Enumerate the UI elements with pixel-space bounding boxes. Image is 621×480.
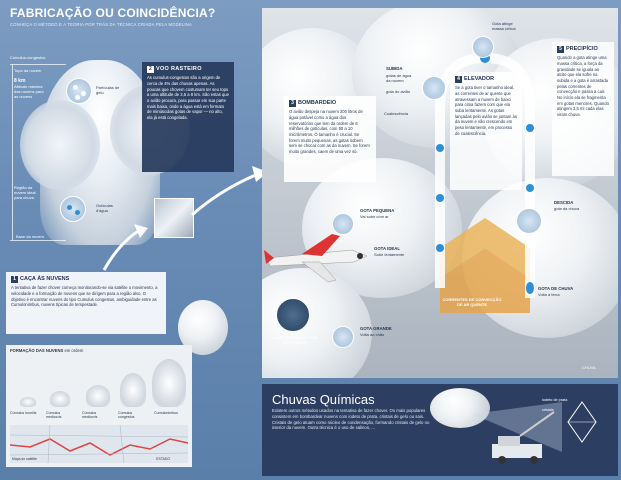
gota-grande-label: GOTA GRANDE xyxy=(360,326,392,331)
right-credit: CHUVA xyxy=(582,365,596,370)
caca-nuvens-text: A tentativa de fazer chover começa monit… xyxy=(11,285,158,308)
droplet-icon xyxy=(67,205,72,210)
step-number: 1 xyxy=(11,276,18,283)
precipicio-text: Quando a gota atinge uma massa crítica, … xyxy=(557,55,609,118)
stage-cloud-3 xyxy=(86,385,110,407)
up-arrow-icon xyxy=(102,224,148,271)
gota-grande-desc: Volta ao chão xyxy=(360,332,385,337)
step-number: 5 xyxy=(557,46,564,53)
chuvas-label-top: iodeto de prata xyxy=(542,398,568,402)
chuvas-label-mid: cristais xyxy=(542,408,554,412)
precipicio-title: PRECIPÍCIO xyxy=(566,46,598,52)
top-label: Topo da nuvem xyxy=(14,68,42,73)
gota-chuva-label: GOTA DE CHUVA xyxy=(538,286,574,291)
aviao-caption: AVIÃO EQUIPADO COM GOTEJADOR xyxy=(272,335,318,345)
droplets-zoom xyxy=(60,196,86,222)
airplane-icon xyxy=(264,234,368,283)
droplets-label: Gotículas d'água xyxy=(96,203,113,213)
gota-aviao-label: gota do avião xyxy=(386,89,411,94)
particles-zoom xyxy=(66,78,92,104)
cloud-illustration xyxy=(430,388,490,428)
formation-strip: FORMAÇÃO DAS NUVENS em ordem Cúmulus hum… xyxy=(6,345,192,467)
gota-grande-zoom xyxy=(332,326,354,348)
ice-particle-icon xyxy=(81,91,86,96)
correntes-label: CORRENTES DE CONVECÇÃO DE AR QUENTE xyxy=(442,297,502,307)
massa-critica-label: Gota atinge massa crítica xyxy=(492,21,516,31)
step-number: 4 xyxy=(455,76,462,83)
map-route-icon xyxy=(10,425,188,463)
ice-particle-icon xyxy=(73,85,78,90)
subida-label: SUBIDA xyxy=(386,66,403,71)
map-label: Mapa do satélite xyxy=(12,457,37,461)
cumulus-cloud-illustration xyxy=(20,60,190,245)
stage-label: Cúmulus humilis xyxy=(10,411,37,415)
rain-region-label: Região da nuvem ideal para chuva xyxy=(14,185,36,200)
page-title: FABRICAÇÃO OU COINCIDÊNCIA? xyxy=(10,6,216,20)
base-label: Base da nuvem xyxy=(16,234,44,239)
stage-cloud-4 xyxy=(120,373,146,407)
step-number: 2 xyxy=(147,66,154,73)
step-number: 3 xyxy=(289,100,296,107)
droplet-icon xyxy=(75,210,80,215)
convection-arrows-icon xyxy=(440,218,530,313)
elevador-text: Se a gota tiver o tamanho ideal, as corr… xyxy=(455,85,517,136)
altitude-axis xyxy=(12,64,13,240)
chuvas-quimicas-panel: Chuvas Químicas Existem outros métodos u… xyxy=(262,384,618,476)
gota-pequena-zoom xyxy=(332,213,354,235)
page-subtitle: CONHEÇA O MÉTODO E A TEORIA POR TRÁS DA … xyxy=(10,22,192,27)
gota-chuva-desc: Volta à terra xyxy=(538,292,560,297)
voo-rasteiro-text: As cumulus-congestus são a origem de cer… xyxy=(147,75,229,121)
voo-rasteiro-title: VOO RASTEIRO xyxy=(156,66,202,72)
subida-zoom xyxy=(422,76,446,100)
massa-critica-zoom xyxy=(472,36,494,58)
cumulus-label: Cúmulus-congestus xyxy=(10,55,46,60)
subida-desc: gotas de água da nuvem xyxy=(386,73,412,83)
gota-pequena-desc: Vai subir com ar xyxy=(360,214,389,219)
sprayer-zoom xyxy=(276,298,310,332)
stage-cloud-1 xyxy=(20,397,36,407)
map-credit: ESTADO xyxy=(156,457,170,461)
stage-label: Cúmulus mediocris xyxy=(46,411,62,419)
rocket-launch-icon xyxy=(472,401,597,464)
strip-subtitle: em ordem xyxy=(64,348,84,353)
strip-title: FORMAÇÃO DAS NUVENS xyxy=(10,348,64,353)
stage-cloud-5 xyxy=(152,359,186,407)
altitude-desc: Altitude máxima das nuvens para as nuven… xyxy=(14,84,44,99)
bombardeio-text: O avião despeja na nuvem 200 litros de á… xyxy=(289,109,370,155)
stage-label: Cúmulus mediocris xyxy=(82,411,98,419)
link-arrow-icon xyxy=(191,166,268,217)
descida-label: DESCIDA xyxy=(554,200,574,205)
descida-desc: gota da chuva xyxy=(554,206,580,211)
satellite-map: Mapa do satélite ESTADO xyxy=(10,425,188,463)
particles-label: Partículas de gelo xyxy=(96,85,120,95)
stage-label: Cumulonimbus xyxy=(154,411,178,415)
stage-label: Cúmulus congestus xyxy=(118,411,135,419)
cloud-photo xyxy=(154,198,194,238)
chuvas-text: Existem outros métodos usados na tentati… xyxy=(272,408,430,431)
stage-cloud-2 xyxy=(50,391,70,407)
ice-particle-icon xyxy=(75,95,80,100)
left-page: FABRICAÇÃO OU COINCIDÊNCIA? CONHEÇA O MÉ… xyxy=(0,0,268,480)
chuvas-title: Chuvas Químicas xyxy=(272,392,375,407)
altitude-value: 8 km xyxy=(14,78,26,84)
caca-nuvens-title: CAÇA ÀS NUVENS xyxy=(20,276,70,282)
base-line xyxy=(10,240,66,241)
stage-labels: Cúmulus humilis Cúmulus mediocris Cúmulu… xyxy=(10,411,188,419)
gota-ideal-label: GOTA IDEAL xyxy=(374,246,401,251)
coalescencia-label: Coalescência xyxy=(384,111,409,116)
descida-zoom xyxy=(516,208,542,234)
bombardeio-title: BOMBARDEIO xyxy=(298,100,337,106)
elevador-title: ELEVADOR xyxy=(464,76,495,82)
gota-ideal-desc: Sobe lentamente xyxy=(374,252,405,257)
top-line xyxy=(10,64,66,65)
gota-pequena-label: GOTA PEQUENA xyxy=(360,208,395,213)
